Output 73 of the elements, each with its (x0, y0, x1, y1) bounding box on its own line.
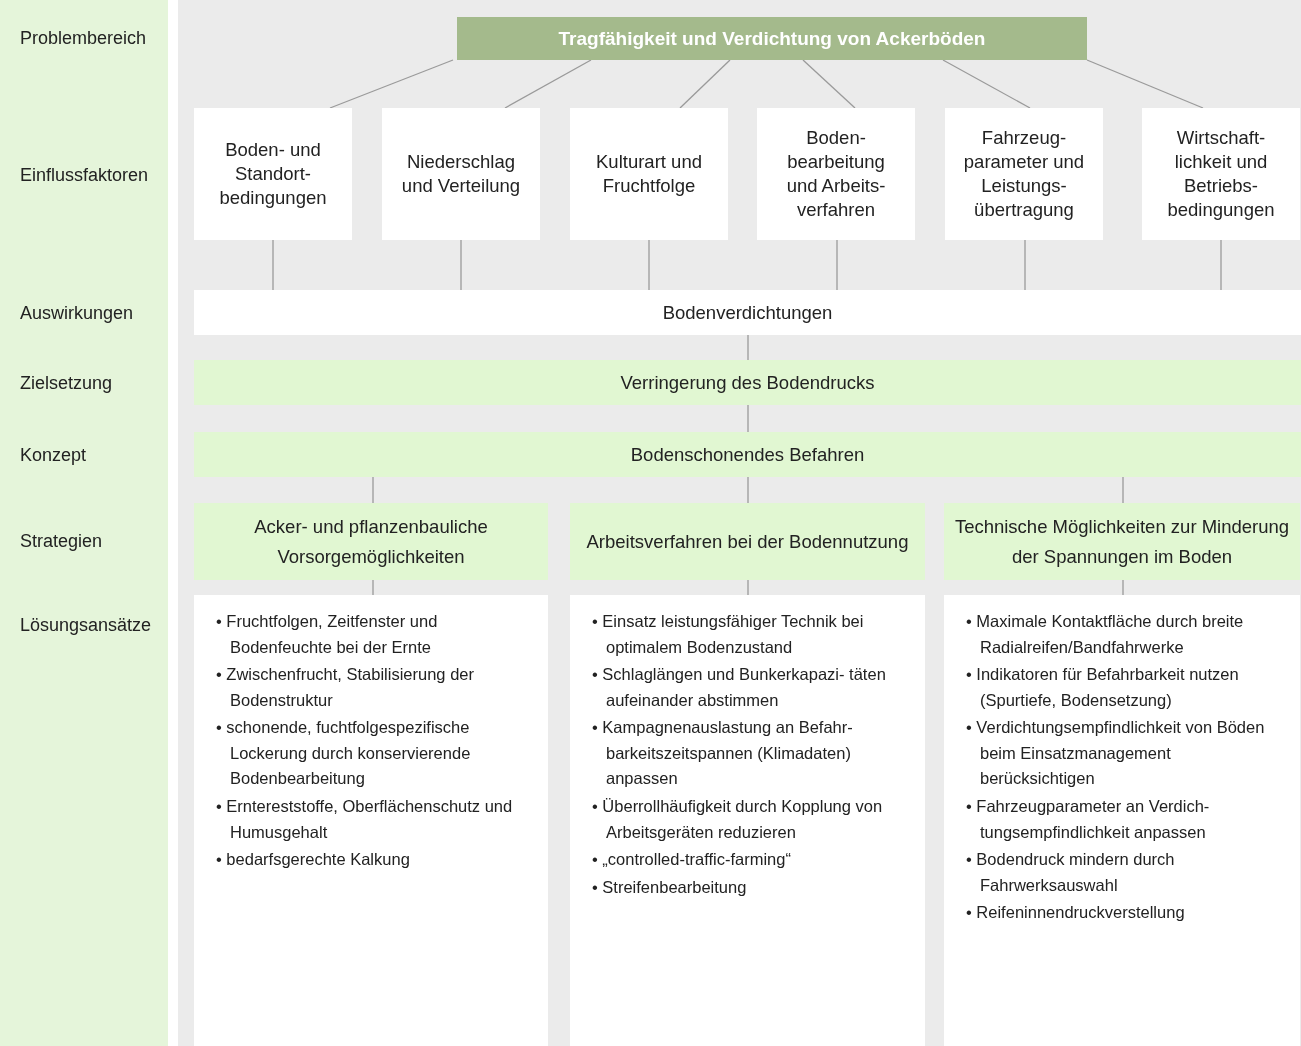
bullet-text: • Fruchtfolgen, Zeitfenster und Bodenfeuchte bei der Ernte (216, 611, 439, 658)
row-label: Auswirkungen (20, 303, 134, 324)
row-label: Strategien (20, 531, 103, 552)
connector-line (648, 239, 650, 291)
bullet-text: • Überrollhäufigkeit durch Kopplung von Arbeitsgeräten reduzieren (592, 795, 884, 843)
connector-line (1122, 579, 1124, 596)
factor-box (757, 108, 915, 240)
bullet-text: • bedarfsgerechte Kalkung (216, 849, 411, 871)
box-text: Bodenverdichtungen (662, 301, 833, 324)
connector-line (1122, 476, 1124, 504)
factor-box (194, 108, 352, 240)
bullet-text: • Fahrzeugparameter an Verdich- tungsempfindlichkeit anpassen (966, 795, 1211, 843)
connector-line (679, 59, 731, 109)
box-text: Acker- und pflanzenbauliche Vorsorgemöglichkeiten (253, 514, 489, 569)
connector-line (747, 476, 749, 504)
box-text: Boden- und Standort- bedingungen (218, 137, 328, 210)
bullet-text: • Kampagnenauslastung an Befahr- barkeitszeitspannen (Klimadaten) anpassen (592, 717, 854, 790)
bullet-text: • Indikatoren für Befahrbarkeit nutzen (Spurtiefe, Bodensetzung) (966, 664, 1240, 711)
row-label: Zielsetzung (20, 373, 113, 394)
connector-line (372, 476, 374, 504)
connector-line (329, 59, 454, 109)
bullet-text: • Zwischenfrucht, Stabilisierung der Bodenstruktur (216, 664, 475, 711)
connector-line (836, 239, 838, 291)
factor-box (1142, 108, 1300, 240)
factor-box (382, 108, 540, 240)
bullet-text: • Schlaglängen und Bunkerkapazi- täten aufeinander abstimmen (592, 664, 887, 711)
box-text: Verringerung des Bodendrucks (620, 370, 875, 395)
row-label: Lösungsansätze (20, 615, 152, 636)
box-text: Niederschlag und Verteilung (400, 149, 522, 198)
bullet-text: • Reifeninnendruckverstellung (966, 902, 1186, 924)
connector-line (372, 579, 374, 596)
bullet-text: • Streifenbearbeitung (592, 876, 748, 898)
bullet-text: • Maximale Kontaktfläche durch breite Radialreifen/Bandfahrwerke (966, 611, 1245, 658)
box-text: Bodenschonendes Befahren (630, 442, 865, 467)
strategy-bar (194, 503, 548, 580)
connector-line (1024, 239, 1026, 291)
connector-line (942, 59, 1031, 109)
strategy-bar (570, 503, 925, 580)
connector-line (1086, 59, 1204, 109)
factor-box (570, 108, 728, 240)
solution-box (194, 595, 548, 1046)
connector-line (460, 239, 462, 291)
bullet-text: • Bodendruck mindern durch Fahrwerksauswahl (966, 849, 1176, 896)
row-label: Konzept (20, 445, 87, 466)
box-text: Wirtschaft- lichkeit und Betriebs- bedingungen (1166, 125, 1276, 223)
box-text: Fahrzeug- parameter und Leistungs- übertragung (962, 125, 1086, 223)
row-label: Problembereich (20, 28, 147, 49)
bullet-text: • „controlled-traffic-farming“ (592, 849, 792, 871)
strategy-bar (944, 503, 1300, 580)
connector-line (802, 59, 856, 109)
factor-box (945, 108, 1103, 240)
connector-line (747, 579, 749, 596)
connector-line (504, 59, 592, 109)
solution-box (570, 595, 925, 1046)
connector-line (272, 239, 274, 291)
problem-box (457, 17, 1087, 60)
bullet-text: • schonende, fuchtfolgespezifische Lockerung durch konservierende Bodenbearbeitung (216, 717, 472, 790)
effect-bar (194, 290, 1301, 335)
box-text: Boden- bearbeitung und Arbeits- verfahren (785, 125, 887, 223)
bullet-text: • Einsatz leistungsfähiger Technik bei optimalem Bodenzustand (592, 611, 865, 658)
connector-line (747, 334, 749, 361)
solution-box (944, 595, 1300, 1046)
box-text: Kulturart und Fruchtfolge (595, 149, 703, 198)
row-label: Einflussfaktoren (20, 165, 149, 186)
bullet-text: • Verdichtungsempfindlichkeit von Böden beim Einsatzmanagement berücksichtigen (966, 717, 1266, 790)
connector-line (1220, 239, 1222, 291)
strategy-bar (194, 432, 1301, 477)
box-text: Technische Möglichkeiten zur Minderung der Spannungen im Boden (953, 514, 1291, 569)
strategy-bar (194, 360, 1301, 405)
box-text: Tragfähigkeit und Verdichtung von Ackerböden (558, 27, 986, 50)
connector-line (747, 404, 749, 433)
bullet-text: • Erntereststoffe, Oberflächenschutz und Humusgehalt (216, 795, 514, 843)
box-text: Arbeitsverfahren bei der Bodennutzung (586, 529, 909, 554)
